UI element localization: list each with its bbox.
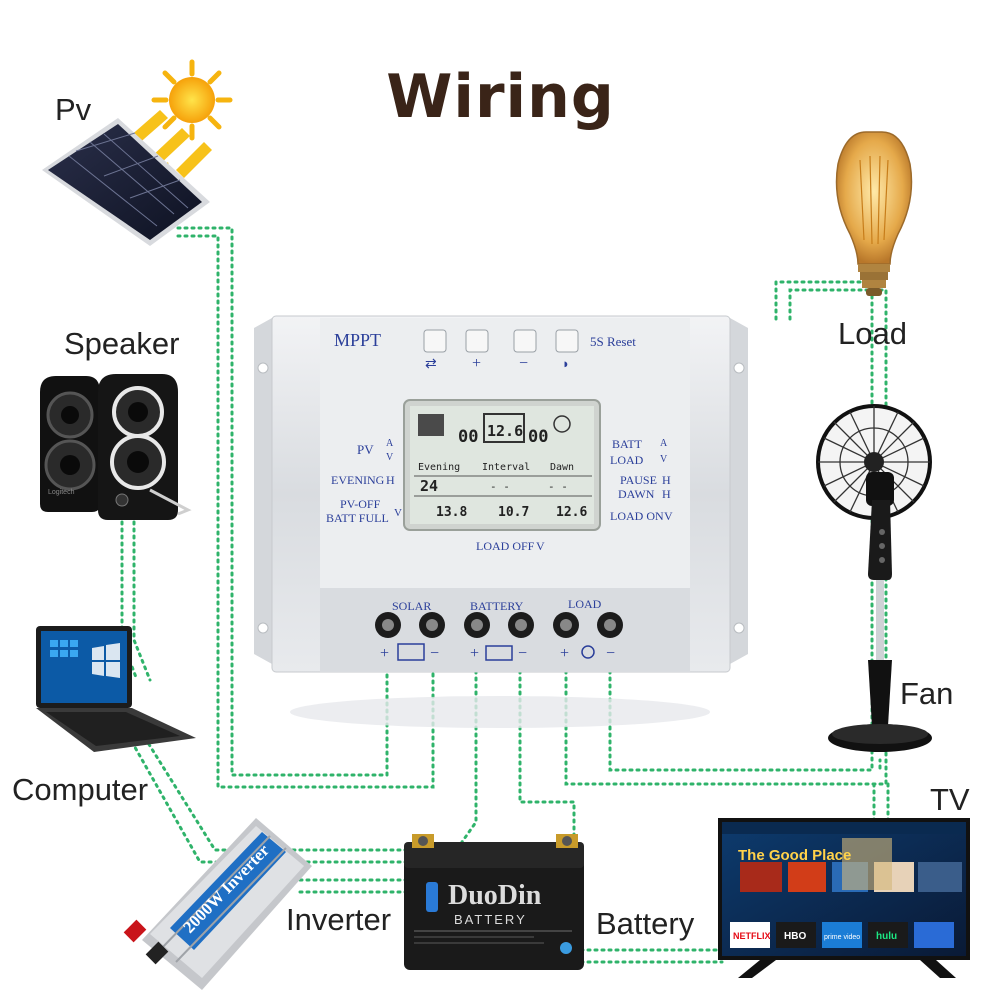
terminal-load-label: LOAD [568,597,602,611]
lcd-pause-label: PAUSE [620,473,657,487]
lcd-batt-voltage: 12.6 [487,422,523,440]
label-battery: Battery [596,906,694,942]
laptop-icon [36,626,196,752]
svg-text:⇄: ⇄ [425,357,437,372]
lcd-hours: 24 [420,477,438,495]
page-title: Wiring [0,62,1001,132]
label-tv: TV [930,782,970,818]
tv-app-hulu: hulu [876,931,897,942]
terminal-battery-label: BATTERY [470,599,524,613]
wire-battery [462,664,574,842]
lcd-row-dawn: Dawn [550,462,574,473]
tv-app-prime: prime video [824,934,860,941]
label-speaker: Speaker [64,326,179,362]
lcd-dawn-h: H [662,487,671,501]
battery-brand-name: DuoDin [448,880,542,911]
lcd-load-value: 00 [528,427,548,447]
svg-text:−: − [606,645,615,662]
label-pv: Pv [55,92,91,128]
lcd-row-interval: Interval [482,462,530,473]
lcd-load-label: LOAD [610,453,644,467]
lcd-loadoff-label: LOAD OFF [476,539,535,553]
lcd-v1: 13.8 [436,505,467,520]
controller-brand: MPPT [334,330,381,350]
lcd-v3: 12.6 [556,505,587,520]
lcd-row-evening: Evening [418,462,460,473]
svg-text:−: − [519,355,528,372]
tv-app-hbo: HBO [784,931,806,942]
svg-text:+: + [380,645,389,662]
lcd-evening-h: H [386,473,395,487]
terminal-solar-label: SOLAR [392,599,431,613]
speaker-brand: Logitech [48,489,75,496]
lcd-pv-a: A [386,438,394,449]
light-bulb-icon [837,132,912,296]
lcd-evening-label: EVENING [331,473,385,487]
lcd-pv-label: PV [357,442,374,457]
lcd-battfull-v: V [394,507,402,519]
wire-inverter [300,880,410,892]
lcd-pv-v: V [386,452,394,463]
lcd-pause-h: H [662,473,671,487]
lcd-loadon-v: V [664,509,673,523]
tv-icon [718,818,970,978]
inverter-icon: 2000W Inverter [124,818,312,990]
battery-brand-sub: BATTERY [454,912,527,927]
svg-text:−: − [518,645,527,662]
label-fan: Fan [900,676,953,712]
lcd-interval-blank: - - [490,480,510,493]
label-computer: Computer [12,772,148,808]
lcd-loadoff-v: V [536,539,545,553]
svg-text:−: − [430,645,439,662]
lcd-batt-a: A [660,438,668,449]
reset-label: 5S Reset [590,334,636,349]
svg-text:+: + [470,645,479,662]
svg-text:◗: ◗ [562,356,570,371]
lcd-v2: 10.7 [498,505,529,520]
tv-app-netflix: NETFLIX [733,931,771,941]
lcd-dawn-label: DAWN [618,487,655,501]
label-load: Load [838,316,907,352]
lcd-pv-value: 00 [458,427,478,447]
svg-text:+: + [560,645,569,662]
lcd-batt-v: V [660,454,668,465]
lcd-loadon-label: LOAD ON [610,509,664,523]
lcd-batt-label: BATT [612,437,643,451]
tv-show-title: The Good Place [738,847,851,864]
speaker-icon [40,374,188,520]
lcd-battfull-label: BATT FULL [326,511,389,525]
label-inverter: Inverter [286,902,391,938]
lcd-dawn-blank: - - [548,480,568,493]
svg-text:+: + [472,355,481,372]
lcd-pvoff-label: PV-OFF [340,497,381,511]
